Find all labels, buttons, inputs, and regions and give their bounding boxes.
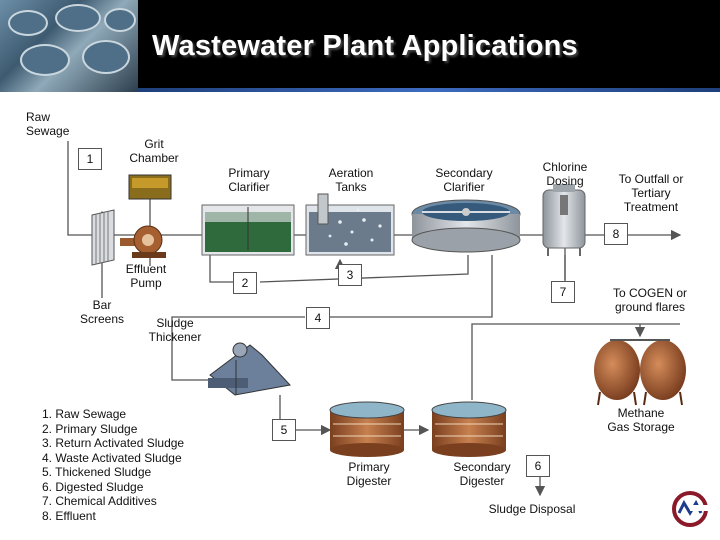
raw-sewage-label: Raw Sewage: [26, 110, 70, 138]
legend-item: 7. Chemical Additives: [42, 494, 157, 508]
flow-number-1: 1: [78, 148, 102, 170]
sludge-thickener-icon: [208, 342, 291, 396]
legend-item: 4. Waste Activated Sludge: [42, 450, 182, 465]
primary-digester-icon: [329, 401, 405, 457]
secondary-digester-label: Secondary Digester: [453, 460, 511, 488]
flow-number-4: 4: [306, 307, 330, 329]
aeration-tanks-label: Aeration Tanks: [328, 166, 374, 194]
legend-item: 8. Effluent: [42, 508, 96, 523]
flow-number-7: 7: [551, 281, 575, 303]
bar-screens-label: Bar Screens: [79, 298, 125, 326]
primary-clarifier-label: Primary Clarifier: [228, 166, 270, 194]
secondary-clarifier-icon: [411, 199, 521, 253]
legend-item: 2. Primary Sludge: [42, 421, 138, 436]
bar-screen-icon: [91, 209, 115, 266]
legend-item: 1. Raw Sewage: [42, 407, 127, 421]
header-accent-line: [138, 88, 720, 92]
chlorine-dosing-label: Chlorine Dosing: [542, 160, 588, 188]
header: Wastewater Plant Applications: [0, 0, 720, 92]
page-title: Wastewater Plant Applications: [152, 30, 578, 62]
aeration-tank-icon: [305, 193, 395, 256]
methane-storage-icon: [594, 339, 686, 406]
legend-item: 3. Return Activated Sludge: [42, 436, 185, 450]
legend: 1. Raw Sewage 2. Primary Sludge 3. Retur…: [42, 407, 184, 523]
company-logo: [672, 491, 708, 527]
cogen-label: To COGEN or ground flares: [612, 286, 687, 314]
treatment-plant-photo: [0, 0, 138, 92]
chlorine-dosing-icon: [542, 184, 586, 256]
secondary-clarifier-label: Secondary Clarifier: [435, 166, 493, 194]
outfall-label: To Outfall or Tertiary Treatment: [618, 172, 684, 214]
primary-digester-label: Primary Digester: [346, 460, 392, 488]
primary-clarifier-icon: [201, 204, 295, 256]
methane-storage-label: Methane Gas Storage: [607, 406, 675, 434]
flow-number-2: 2: [233, 272, 257, 294]
flow-number-6: 6: [526, 455, 550, 477]
secondary-digester-icon: [431, 401, 507, 457]
flow-number-5: 5: [272, 419, 296, 441]
flow-number-8: 8: [604, 223, 628, 245]
sludge-thickener-label: Sludge Thickener: [148, 316, 202, 344]
grit-chamber-label: Grit Chamber: [129, 137, 179, 165]
flow-number-3: 3: [338, 264, 362, 286]
effluent-pump-icon: [120, 225, 166, 258]
effluent-pump-label: Effluent Pump: [125, 262, 167, 290]
legend-item: 5. Thickened Sludge: [42, 465, 152, 479]
sludge-disposal-label: Sludge Disposal: [488, 502, 576, 516]
legend-item: 6. Digested Sludge: [42, 479, 144, 494]
